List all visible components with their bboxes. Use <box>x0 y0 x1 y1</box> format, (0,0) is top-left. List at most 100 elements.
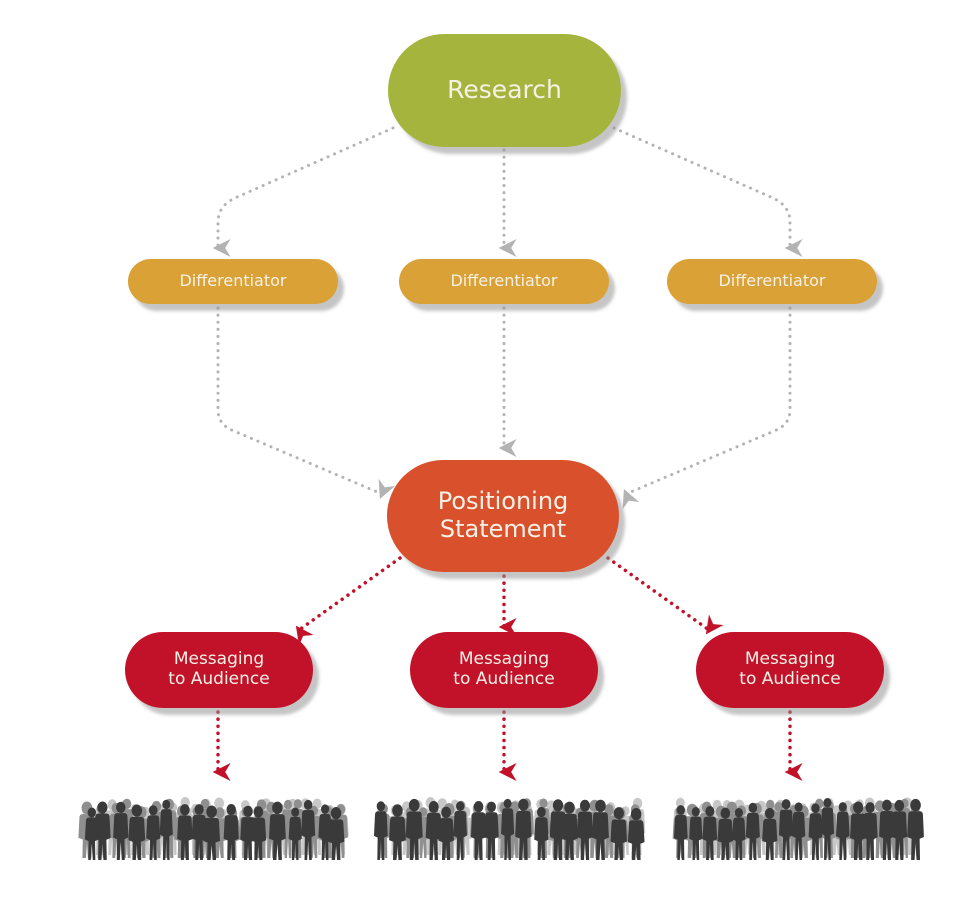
person-body <box>453 811 467 860</box>
person-body <box>717 818 734 860</box>
person-head <box>473 801 484 813</box>
person-body <box>191 814 207 860</box>
messaging-label-line2: to Audience <box>739 669 841 689</box>
person-head <box>811 803 820 814</box>
person-head <box>910 798 921 812</box>
person-body <box>689 816 703 860</box>
person-head <box>748 802 758 813</box>
person-head <box>162 799 171 810</box>
positioning-statement-node: Positioning Statement <box>387 460 619 572</box>
person-head <box>882 799 892 812</box>
person-body <box>879 811 895 860</box>
person-head <box>613 807 624 820</box>
person-head <box>853 801 864 814</box>
person-head <box>428 801 439 813</box>
person-body <box>907 811 924 860</box>
crowd-silhouette-icon <box>78 797 349 860</box>
differentiator-node-1: Differentiator <box>128 259 338 304</box>
person-head <box>781 799 791 810</box>
person-head <box>321 804 330 814</box>
person-head <box>293 799 302 809</box>
person-head <box>116 801 126 814</box>
person-head <box>194 804 204 815</box>
crowd-layer-3 <box>373 798 645 860</box>
person-body <box>515 810 532 860</box>
person-head <box>330 807 342 820</box>
differentiator-label: Differentiator <box>718 271 826 291</box>
person-body <box>836 811 850 860</box>
research-node: Research <box>388 34 621 147</box>
person-head <box>564 801 575 814</box>
person-body <box>891 811 908 860</box>
person-body <box>94 813 111 860</box>
person-body <box>269 814 286 860</box>
person-head <box>874 800 885 812</box>
person-head <box>734 807 743 818</box>
person-head <box>392 804 403 817</box>
person-head <box>206 805 217 818</box>
edge-differentiator-3-to-positioning <box>622 306 792 510</box>
person-head <box>303 799 313 810</box>
person-body <box>318 813 332 860</box>
person-head <box>503 798 512 809</box>
person-head <box>630 807 642 821</box>
person-body <box>425 812 442 860</box>
person-body <box>791 811 806 860</box>
person-head <box>579 799 590 812</box>
person-head <box>456 801 465 812</box>
person-body <box>113 813 129 860</box>
person-head <box>595 799 606 813</box>
person-body <box>610 819 628 860</box>
person-head <box>536 806 546 818</box>
person-head <box>766 799 775 810</box>
person-body <box>850 813 867 860</box>
person-body <box>592 812 609 860</box>
person-body <box>327 819 345 860</box>
person-body <box>862 813 878 860</box>
person-body <box>373 811 388 860</box>
person-head <box>97 801 108 814</box>
person-head <box>486 801 496 813</box>
differentiator-node-2: Differentiator <box>399 259 609 304</box>
person-body <box>301 809 316 860</box>
positioning-label-line2: Statement <box>439 515 567 543</box>
person-body <box>438 818 454 860</box>
person-body <box>501 808 515 860</box>
differentiator-node-3: Differentiator <box>667 259 877 304</box>
person-head <box>705 805 715 817</box>
person-body <box>146 815 161 860</box>
person-head <box>838 802 847 812</box>
person-body <box>534 817 549 860</box>
person-head <box>87 807 97 818</box>
messaging-label-line1: Messaging <box>744 649 836 670</box>
differentiator-label: Differentiator <box>450 271 558 291</box>
person-head <box>823 798 832 808</box>
person-head <box>226 804 236 816</box>
person-body <box>250 817 267 860</box>
differentiator-label: Differentiator <box>179 271 287 291</box>
edge-positioning-to-messaging-1 <box>295 556 402 646</box>
person-body <box>128 816 146 860</box>
person-head <box>604 804 614 816</box>
person-head <box>676 805 686 815</box>
messaging-label-line2: to Audience <box>453 669 555 689</box>
edge-positioning-to-messaging-3 <box>606 556 724 635</box>
person-body <box>778 809 794 860</box>
person-body <box>389 816 406 860</box>
person-head <box>283 799 293 810</box>
person-body <box>223 815 239 860</box>
edge-differentiator-1-to-positioning <box>216 306 396 499</box>
person-head <box>720 807 731 819</box>
positioning-label-line1: Positioning <box>437 487 569 516</box>
person-head <box>215 807 225 819</box>
person-head <box>539 798 548 809</box>
person-head <box>765 807 775 819</box>
person-head <box>774 801 783 812</box>
person-head <box>441 806 451 819</box>
person-body <box>820 807 835 860</box>
person-body <box>673 814 688 860</box>
person-head <box>691 807 700 817</box>
person-head <box>243 805 253 818</box>
person-head <box>272 801 283 815</box>
